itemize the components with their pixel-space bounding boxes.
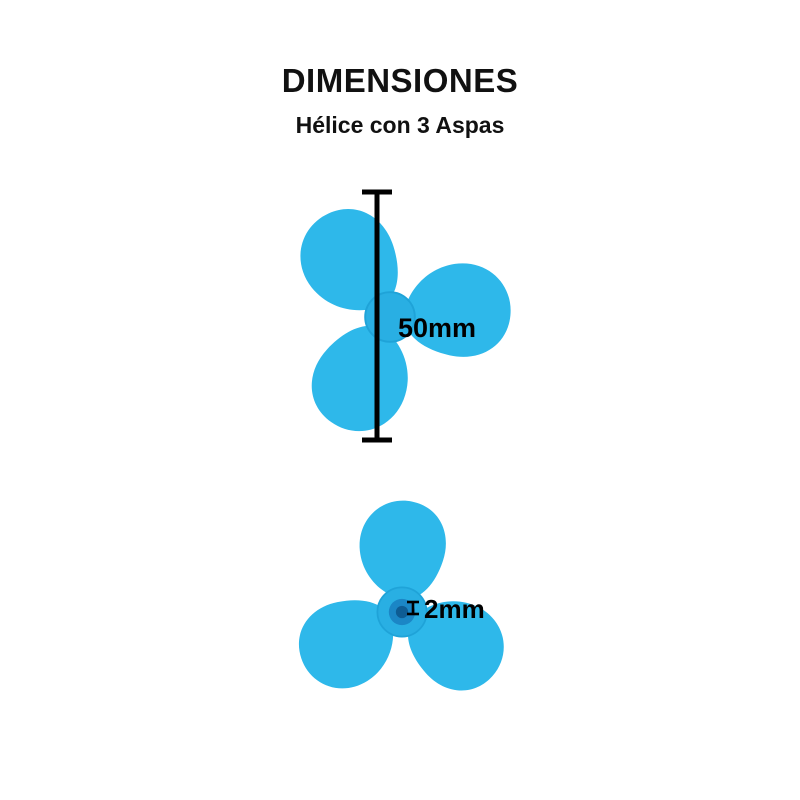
diameter-measure-line bbox=[362, 189, 392, 443]
propeller-bottom-shaft-hole bbox=[395, 605, 409, 619]
diameter-label: 50mm bbox=[398, 313, 477, 343]
propeller-bottom-image bbox=[286, 496, 518, 728]
page-title: DIMENSIONES bbox=[281, 62, 519, 99]
shaft-hole-measure-icon bbox=[407, 600, 419, 616]
page-subtitle: Hélice con 3 Aspas bbox=[295, 112, 505, 138]
shaft-hole-label: 2mm bbox=[424, 594, 485, 624]
